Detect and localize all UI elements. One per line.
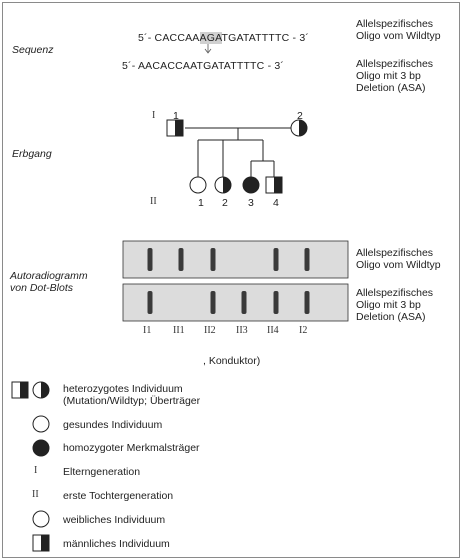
wildtype-dot-6 [304, 248, 310, 271]
legend-text-male: männliches Individuum [63, 538, 170, 550]
legend-male-icon [32, 534, 50, 552]
pedigree-number-I2: 2 [297, 110, 303, 122]
pedigree-II1-female-healthy [189, 176, 207, 194]
pedigree-II4-male-heterozygous [265, 176, 283, 194]
oligo-deletion-label-blot: Allelspezifisches Oligo mit 3 bp Deletio… [356, 287, 434, 323]
oligo-wildtype-label-top: Allelspezifisches Oligo vom Wildtyp [356, 18, 441, 42]
deletion-dot-6 [304, 291, 310, 314]
generation-mark-II: II [150, 196, 157, 207]
pedigree-number-II1: 1 [198, 197, 204, 209]
deletion-dot-5 [273, 291, 279, 314]
wildtype-dot-1 [147, 248, 153, 271]
legend-text-first-daughter-generation: erste Tochtergeneration [63, 490, 174, 502]
wildtype-sequence: 5´- CACCAAAGATGATATTTTC - 3´ [138, 32, 309, 44]
oligo-wildtype-label-blot: Allelspezifisches Oligo vom Wildtyp [356, 247, 441, 271]
lane-label-3: II2 [204, 325, 216, 336]
lane-label-1: I1 [143, 325, 152, 336]
section-label-inheritance: Erbgang [12, 148, 52, 160]
deletion-dot-4 [241, 291, 247, 314]
legend-heterozygous-female-icon [32, 381, 50, 399]
pedigree-lines [185, 127, 291, 177]
pedigree-number-I1: 1 [173, 110, 179, 122]
pedigree-I2-female-heterozygous [290, 119, 308, 137]
legend-female-icon [32, 510, 50, 528]
pedigree-II2-female-heterozygous [214, 176, 232, 194]
deletion-dot-3 [210, 291, 216, 314]
legend-mark-gen-I: I [34, 465, 38, 476]
dotblot-panel-wildtype [122, 240, 349, 279]
generation-mark-I: I [152, 110, 156, 121]
pedigree-II3-female-homozygous [242, 176, 260, 194]
konduktor-note: , Konduktor) [203, 355, 261, 367]
legend-text-heterozygous: heterozygotes Individuum (Mutation/Wildt… [63, 383, 201, 407]
lane-label-4: II3 [236, 325, 248, 336]
deleted-bases-highlight: AGA [199, 32, 222, 44]
deletion-dot-1 [147, 291, 153, 314]
pedigree-number-II2: 2 [222, 197, 228, 209]
section-label-sequence: Sequenz [12, 44, 54, 56]
dotblot-dots-wildtype [147, 248, 310, 271]
legend-homozygous-icon [32, 439, 50, 457]
pedigree-number-II3: 3 [248, 197, 254, 209]
diagram-graphics [11, 44, 349, 552]
lane-label-5: II4 [267, 325, 279, 336]
wildtype-sequence-suffix: TGATATTTTC - 3´ [221, 32, 310, 44]
pedigree-number-II4: 4 [273, 197, 279, 209]
legend-heterozygous-male-icon [11, 381, 29, 399]
legend-text-homozygous: homozygoter Merkmalsträger [63, 442, 200, 454]
lane-label-2: II1 [173, 325, 185, 336]
legend-mark-gen-II: II [32, 489, 39, 500]
lane-label-6: I2 [299, 325, 308, 336]
wildtype-dot-2 [178, 248, 184, 271]
legend-text-healthy: gesundes Individuum [63, 419, 163, 431]
oligo-deletion-label-top: Allelspezifisches Oligo mit 3 bp Deletio… [356, 58, 434, 94]
wildtype-sequence-prefix: 5´- CACCAA [138, 32, 200, 44]
deletion-sequence: 5´- AACACCAATGATATTTTC - 3´ [122, 60, 285, 72]
pedigree-I1-male-heterozygous [166, 119, 184, 137]
legend-healthy-icon [32, 415, 50, 433]
section-label-autoradiogram: Autoradiogramm von Dot-Blots [10, 270, 88, 294]
wildtype-dot-5 [273, 248, 279, 271]
legend-text-parent-generation: Elterngeneration [63, 466, 141, 478]
deletion-arrow [204, 44, 212, 54]
dotblot-dots-deletion [147, 291, 310, 314]
legend-text-female: weibliches Individuum [63, 514, 166, 526]
dotblot-panel-deletion [122, 283, 349, 322]
wildtype-dot-3 [210, 248, 216, 271]
